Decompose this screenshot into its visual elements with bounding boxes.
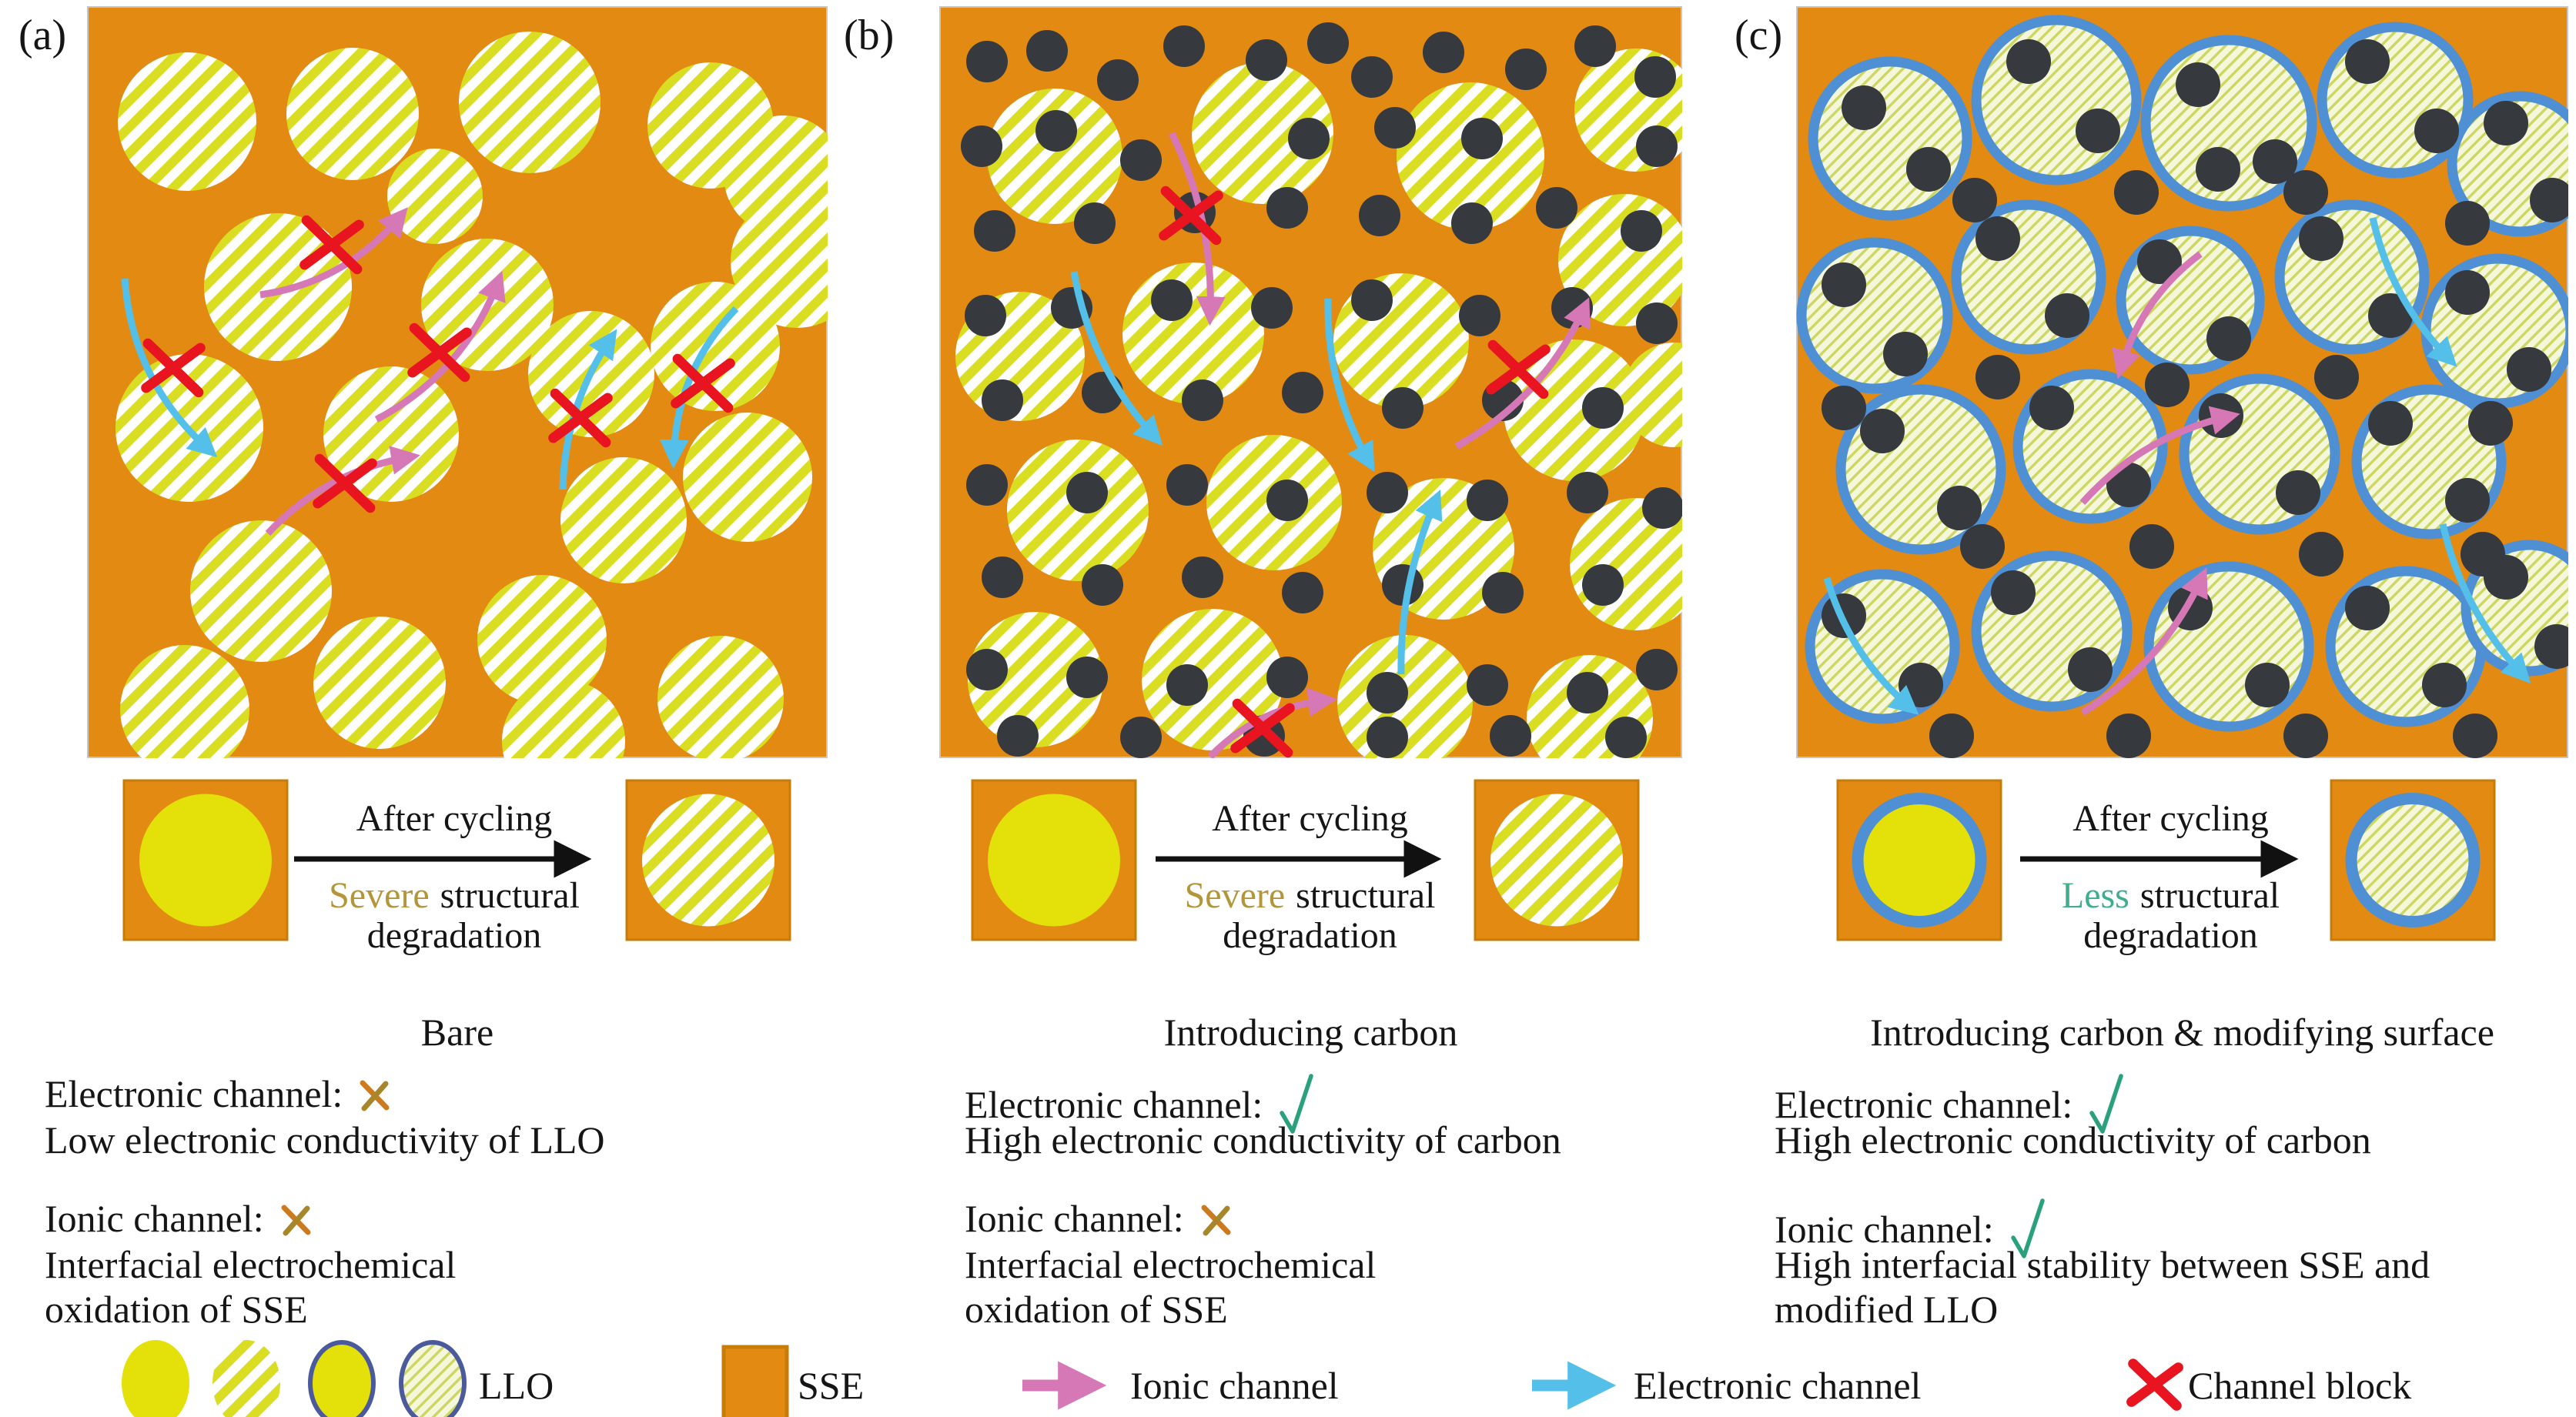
panel-c-notes: Electronic channel: High electronic cond… (1775, 1071, 2576, 1330)
after-cycling-arrow (1156, 840, 1442, 878)
check-icon (2009, 1196, 2046, 1264)
electronic-channel-note: Electronic channel: High electronic cond… (1775, 1071, 2576, 1161)
severity-word: Severe (329, 875, 430, 916)
ionic-channel-note: Ionic channel: Interfacial electrochemic… (45, 1196, 849, 1330)
note-text: oxidation of SSE (965, 1288, 1228, 1331)
check-icon (2088, 1071, 2125, 1139)
llo-legend-label: LLO (479, 1364, 554, 1407)
note-text: modified LLO (1775, 1288, 1999, 1331)
panel-a-after-particle (625, 779, 791, 941)
degradation-rest: structural (440, 875, 580, 916)
cross-icon (279, 1196, 313, 1241)
degradation-word: degradation (1223, 915, 1397, 956)
note-text: High interfacial stability between SSE a… (1775, 1243, 2430, 1286)
channel-block-x-icon (2126, 1359, 2183, 1411)
note-text: High electronic conductivity of carbon (1775, 1118, 2371, 1161)
panel-b-after-particle (1474, 779, 1640, 941)
note-label: Electronic channel: (1775, 1083, 2073, 1126)
degradation-rest: structural (2139, 875, 2280, 916)
panel-b-title: Introducing carbon (1163, 1011, 1458, 1054)
electronic-channel-legend-label: Electronic channel (1634, 1364, 1922, 1407)
after-cycling-label: After cycling (356, 798, 553, 839)
degradation-rest: structural (1296, 875, 1436, 916)
cross-icon (358, 1071, 392, 1116)
after-cycling-arrow (2020, 840, 2299, 878)
llo-legend-swatches (122, 1340, 467, 1417)
electronic-channel-note: Electronic channel: Low electronic condu… (45, 1071, 849, 1161)
severity-word: Less (2061, 875, 2129, 916)
ionic-channel-arrow-icon (1022, 1361, 1107, 1410)
panel-a-title: Bare (420, 1011, 494, 1054)
note-label: Electronic channel: (45, 1072, 343, 1115)
cross-icon (1199, 1196, 1233, 1241)
degradation-word: degradation (2083, 915, 2258, 956)
after-cycling-label: After cycling (1212, 798, 1408, 839)
panel-b-before-particle (971, 779, 1137, 941)
panel-b-notes: Electronic channel: High electronic cond… (965, 1071, 1769, 1330)
note-label: Ionic channel: (45, 1197, 264, 1240)
note-text: Interfacial electrochemical (965, 1243, 1377, 1286)
ionic-channel-legend-label: Ionic channel (1130, 1364, 1339, 1407)
panel-a-label: (a) (18, 12, 67, 59)
electronic-channel-arrow-icon (1532, 1361, 1617, 1410)
ionic-channel-note: Ionic channel: Interfacial electrochemic… (965, 1196, 1769, 1330)
panel-c-before-particle (1836, 779, 2002, 941)
note-label: Electronic channel: (965, 1083, 1263, 1126)
after-cycling-arrow (294, 840, 592, 878)
panel-a-before-particle (122, 779, 289, 941)
note-label: Ionic channel: (965, 1197, 1184, 1240)
note-text: High electronic conductivity of carbon (965, 1118, 1561, 1161)
panel-c-after-particle (2330, 779, 2496, 941)
note-label: Ionic channel: (1775, 1208, 1994, 1251)
panel-c-title: Introducing carbon & modifying surface (1870, 1011, 2494, 1054)
note-text: Low electronic conductivity of LLO (45, 1118, 605, 1161)
panel-c-scene (1796, 6, 2568, 758)
panel-b-scene (939, 6, 1682, 758)
ionic-channel-note: Ionic channel: High interfacial stabilit… (1775, 1196, 2576, 1330)
note-text: oxidation of SSE (45, 1288, 308, 1331)
electronic-channel-note: Electronic channel: High electronic cond… (965, 1071, 1769, 1161)
sse-legend-swatch (721, 1345, 789, 1417)
note-text: Interfacial electrochemical (45, 1243, 457, 1286)
panel-c-label: (c) (1735, 12, 1783, 59)
panel-a-notes: Electronic channel: Low electronic condu… (45, 1071, 849, 1330)
after-cycling-label: After cycling (2073, 798, 2269, 839)
check-icon (1278, 1071, 1315, 1139)
panel-a-scene (87, 6, 828, 758)
sse-legend-label: SSE (798, 1364, 865, 1407)
channel-block-legend-label: Channel block (2188, 1364, 2412, 1407)
degradation-word: degradation (366, 915, 542, 956)
severity-word: Severe (1184, 875, 1286, 916)
panel-b-label: (b) (844, 12, 895, 59)
